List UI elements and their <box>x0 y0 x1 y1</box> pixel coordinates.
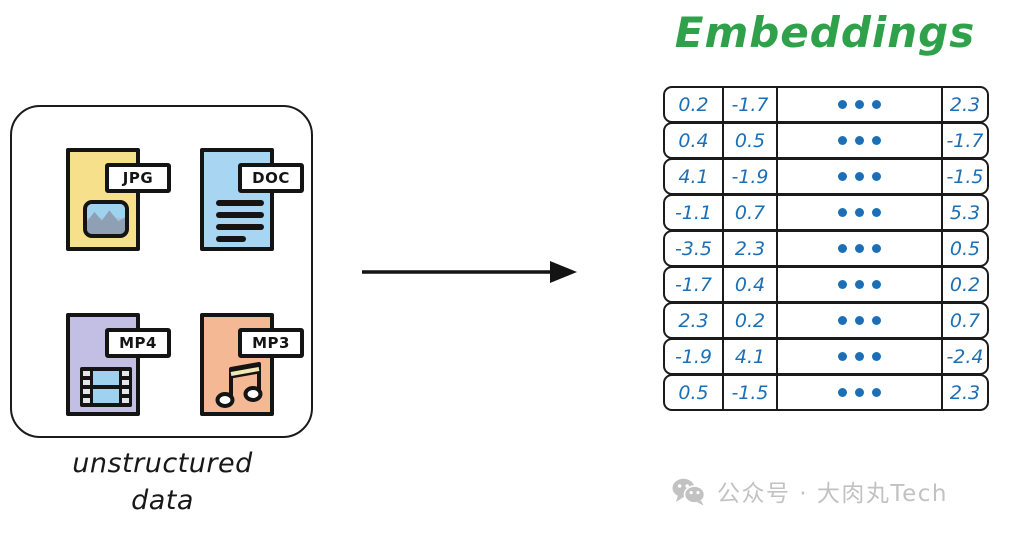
file-tag-mp3: MP3 <box>238 328 304 358</box>
image-icon-mountains <box>87 210 125 234</box>
file-tag-jpg: JPG <box>105 163 171 193</box>
embedding-value-cell: 0.5 <box>724 124 778 157</box>
ellipsis-dots <box>838 352 881 361</box>
film-frame <box>93 371 119 385</box>
watermark-text: 公众号 · 大肉丸Tech <box>717 481 948 507</box>
film-hole <box>122 371 129 376</box>
film-hole <box>122 380 129 385</box>
embedding-value-cell: 0.2 <box>665 88 724 121</box>
caption-line-1: unstructured <box>72 448 253 479</box>
film-hole <box>122 398 129 403</box>
embedding-value-cell: -1.5 <box>946 165 984 188</box>
embedding-value-cell: 2.3 <box>665 304 724 337</box>
file-tag-doc: DOC <box>238 163 304 193</box>
watermark: 公众号 · 大肉丸Tech <box>672 474 948 508</box>
file-card-mp3[interactable] <box>200 309 282 416</box>
film-hole <box>83 398 90 403</box>
ellipsis-dots <box>838 100 881 109</box>
right-arrow-icon <box>362 261 577 283</box>
ellipsis-cell <box>778 304 943 337</box>
embedding-value-cell: 2.3 <box>949 381 981 404</box>
embedding-value-cell: 0.5 <box>949 237 981 260</box>
ellipsis-cell <box>778 232 943 265</box>
embedding-value-cell: 0.2 <box>724 304 778 337</box>
embedding-value-cell: 5.3 <box>949 201 981 224</box>
doc-line <box>216 236 246 242</box>
embedding-value-cell: 2.3 <box>949 93 981 116</box>
doc-line <box>216 200 264 206</box>
embedding-value-cell: -2.4 <box>946 345 984 368</box>
embeddings-title: Embeddings <box>674 8 976 57</box>
embedding-value-cell: -1.9 <box>724 160 778 193</box>
ellipsis-dots <box>838 388 881 397</box>
unstructured-data-box: JPG DOC <box>10 105 313 438</box>
file-tag-mp4: MP4 <box>105 328 171 358</box>
film-hole <box>83 389 90 394</box>
unstructured-data-panel: JPG DOC <box>0 90 330 530</box>
ellipsis-cell <box>778 160 943 193</box>
card-back-sheet <box>212 144 282 247</box>
image-icon <box>83 200 129 238</box>
table-row: 4.1-1.9 -1.5 <box>663 158 989 195</box>
embedding-value-cell: 0.7 <box>724 196 778 229</box>
image-icon-sky <box>87 204 125 218</box>
wechat-icon <box>672 478 706 505</box>
music-note-icon <box>215 362 263 408</box>
ellipsis-cell <box>778 340 943 373</box>
ellipsis-dots <box>838 172 881 181</box>
embedding-value-cell: 0.4 <box>665 124 724 157</box>
embedding-value-cell: -3.5 <box>665 232 724 265</box>
film-frame <box>93 389 119 403</box>
caption-line-2: data <box>131 485 194 516</box>
embedding-value-cell: 4.1 <box>665 160 724 193</box>
ellipsis-cell <box>778 88 943 121</box>
embedding-value-cell: -1.9 <box>665 340 724 373</box>
ellipsis-cell <box>778 124 943 157</box>
embedding-value-cell: -1.7 <box>724 88 778 121</box>
embedding-value-cell: 0.7 <box>949 309 981 332</box>
ellipsis-dots <box>838 208 881 217</box>
doc-line <box>216 212 264 218</box>
ellipsis-dots <box>838 136 881 145</box>
table-row: 0.2-1.7 2.3 <box>663 86 989 123</box>
embedding-value-cell: -1.5 <box>724 376 778 409</box>
embedding-value-cell: 4.1 <box>724 340 778 373</box>
file-card-doc[interactable] <box>200 144 282 251</box>
embedding-value-cell: 0.2 <box>949 273 981 296</box>
film-hole <box>122 389 129 394</box>
ellipsis-dots <box>838 316 881 325</box>
embedding-value-cell: -1.7 <box>946 129 984 152</box>
unstructured-data-caption: unstructured data <box>0 445 325 519</box>
embedding-value-cell: -1.1 <box>665 196 724 229</box>
film-strip-icon <box>80 367 132 407</box>
embedding-value-cell: -1.7 <box>665 268 724 301</box>
ellipsis-cell <box>778 196 943 229</box>
file-card-mp4[interactable] <box>66 309 148 416</box>
ellipsis-dots <box>838 244 881 253</box>
embedding-value-cell: 0.5 <box>665 376 724 409</box>
embedding-value-cell: 0.4 <box>724 268 778 301</box>
ellipsis-cell <box>778 268 943 301</box>
table-row: 0.5-1.5 2.3 <box>663 374 989 411</box>
ellipsis-cell <box>778 376 943 409</box>
ellipsis-dots <box>838 280 881 289</box>
embedding-value-cell: 2.3 <box>724 232 778 265</box>
film-hole <box>83 371 90 376</box>
film-hole <box>83 380 90 385</box>
doc-line <box>216 224 264 230</box>
